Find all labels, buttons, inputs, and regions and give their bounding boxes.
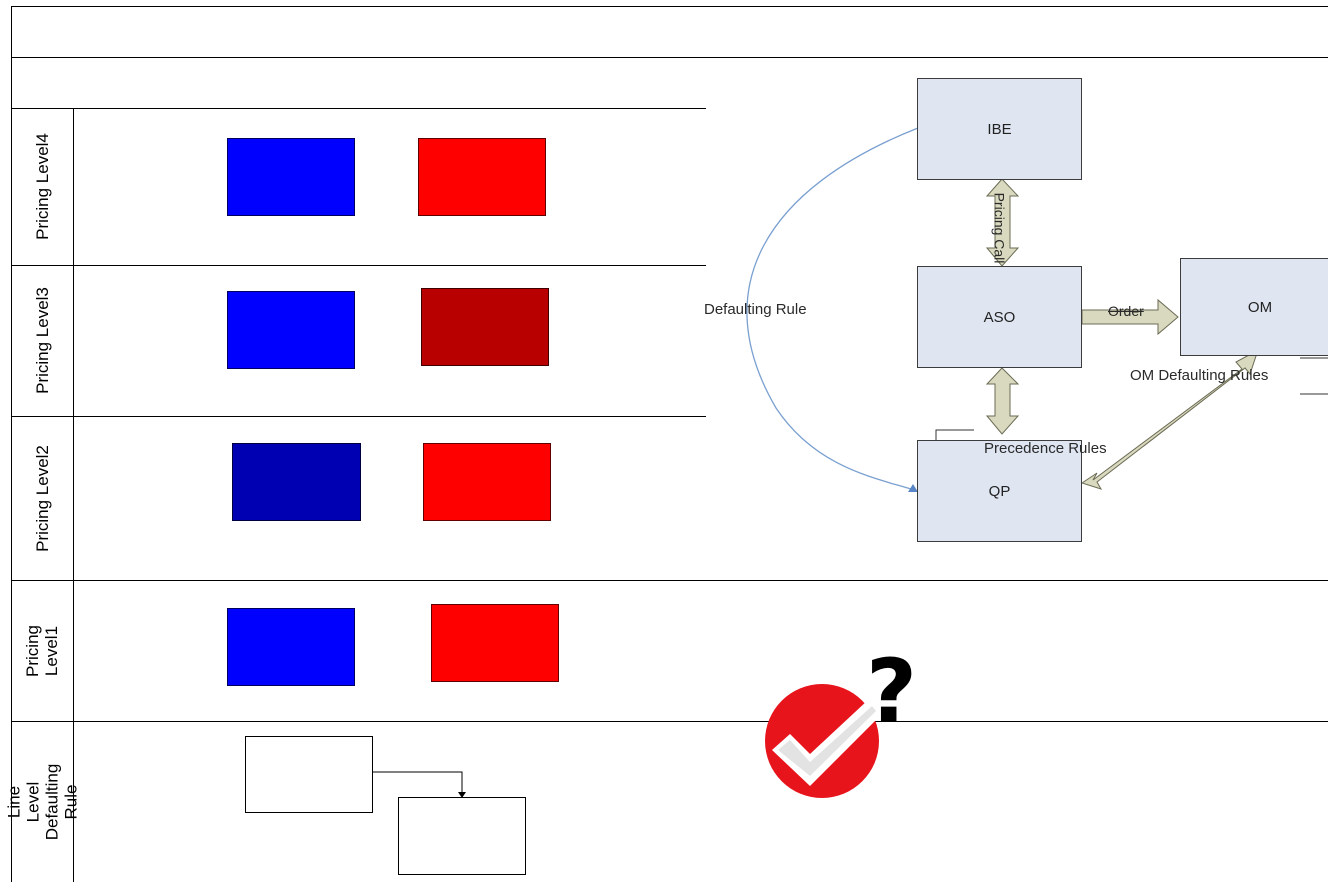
lane-label-level4: Pricing Level4 xyxy=(12,108,72,265)
lane-label-text: Pricing Level4 xyxy=(32,133,52,240)
defaulting-rule-label: Defaulting Rule xyxy=(704,301,807,318)
lane-label-level3: Pricing Level3 xyxy=(12,265,72,416)
level3-blue-box xyxy=(227,291,355,369)
defaulting-source-box xyxy=(245,736,373,813)
order-label: Order xyxy=(1108,303,1144,319)
qp-box: QP xyxy=(917,440,1082,542)
level4-blue-box xyxy=(227,138,355,216)
level4-red-box xyxy=(418,138,546,216)
lane-divider-2 xyxy=(11,416,706,417)
level2-dark-blue-box xyxy=(232,443,361,521)
lane-divider-line xyxy=(11,721,1328,722)
lane-label-line-level: Line Level Defaulting Rule xyxy=(4,721,80,882)
pricing-call-label: Pricing Call xyxy=(991,192,1008,264)
lane-label-text: Line Level Defaulting Rule xyxy=(4,763,81,840)
level2-red-box xyxy=(423,443,551,521)
lane-divider-3 xyxy=(11,265,706,266)
lane-label-text: Pricing Level2 xyxy=(32,444,52,552)
header-divider-2 xyxy=(11,108,706,109)
lane-label-level1: Pricing Level1 xyxy=(12,580,72,721)
precedence-rules-label: Precedence Rules xyxy=(984,440,1107,457)
flow-diagram-arrows xyxy=(746,127,1328,492)
level1-blue-box xyxy=(227,608,355,686)
check-mark-icon xyxy=(765,684,882,798)
lane-label-divider xyxy=(73,108,74,882)
defaulting-target-box xyxy=(398,797,526,875)
om-box: OM xyxy=(1180,258,1328,356)
lane-divider-1 xyxy=(11,580,1328,581)
frame-top-border xyxy=(11,6,1328,7)
lane-label-text: Pricing Level3 xyxy=(32,287,52,394)
lane-label-text: Pricing Level1 xyxy=(23,624,61,677)
om-defaulting-rules-label: OM Defaulting Rules xyxy=(1130,367,1269,384)
header-divider-1 xyxy=(11,57,1328,58)
question-mark-icon: ? xyxy=(866,640,918,743)
om-label: OM xyxy=(1247,298,1273,316)
aso-box: ASO xyxy=(917,266,1082,368)
qp-label: QP xyxy=(988,482,1011,500)
level1-red-box xyxy=(431,604,559,682)
ibe-box: IBE xyxy=(917,78,1082,180)
flow-diagram: IBE ASO OM QP Pricing Call Order Default… xyxy=(704,78,1328,556)
frame-left-border xyxy=(11,6,12,882)
ibe-label: IBE xyxy=(987,120,1012,138)
defaulting-connector xyxy=(373,771,466,798)
lane-label-level2: Pricing Level2 xyxy=(12,416,72,580)
level3-dark-red-box xyxy=(421,288,549,366)
aso-label: ASO xyxy=(983,308,1016,326)
